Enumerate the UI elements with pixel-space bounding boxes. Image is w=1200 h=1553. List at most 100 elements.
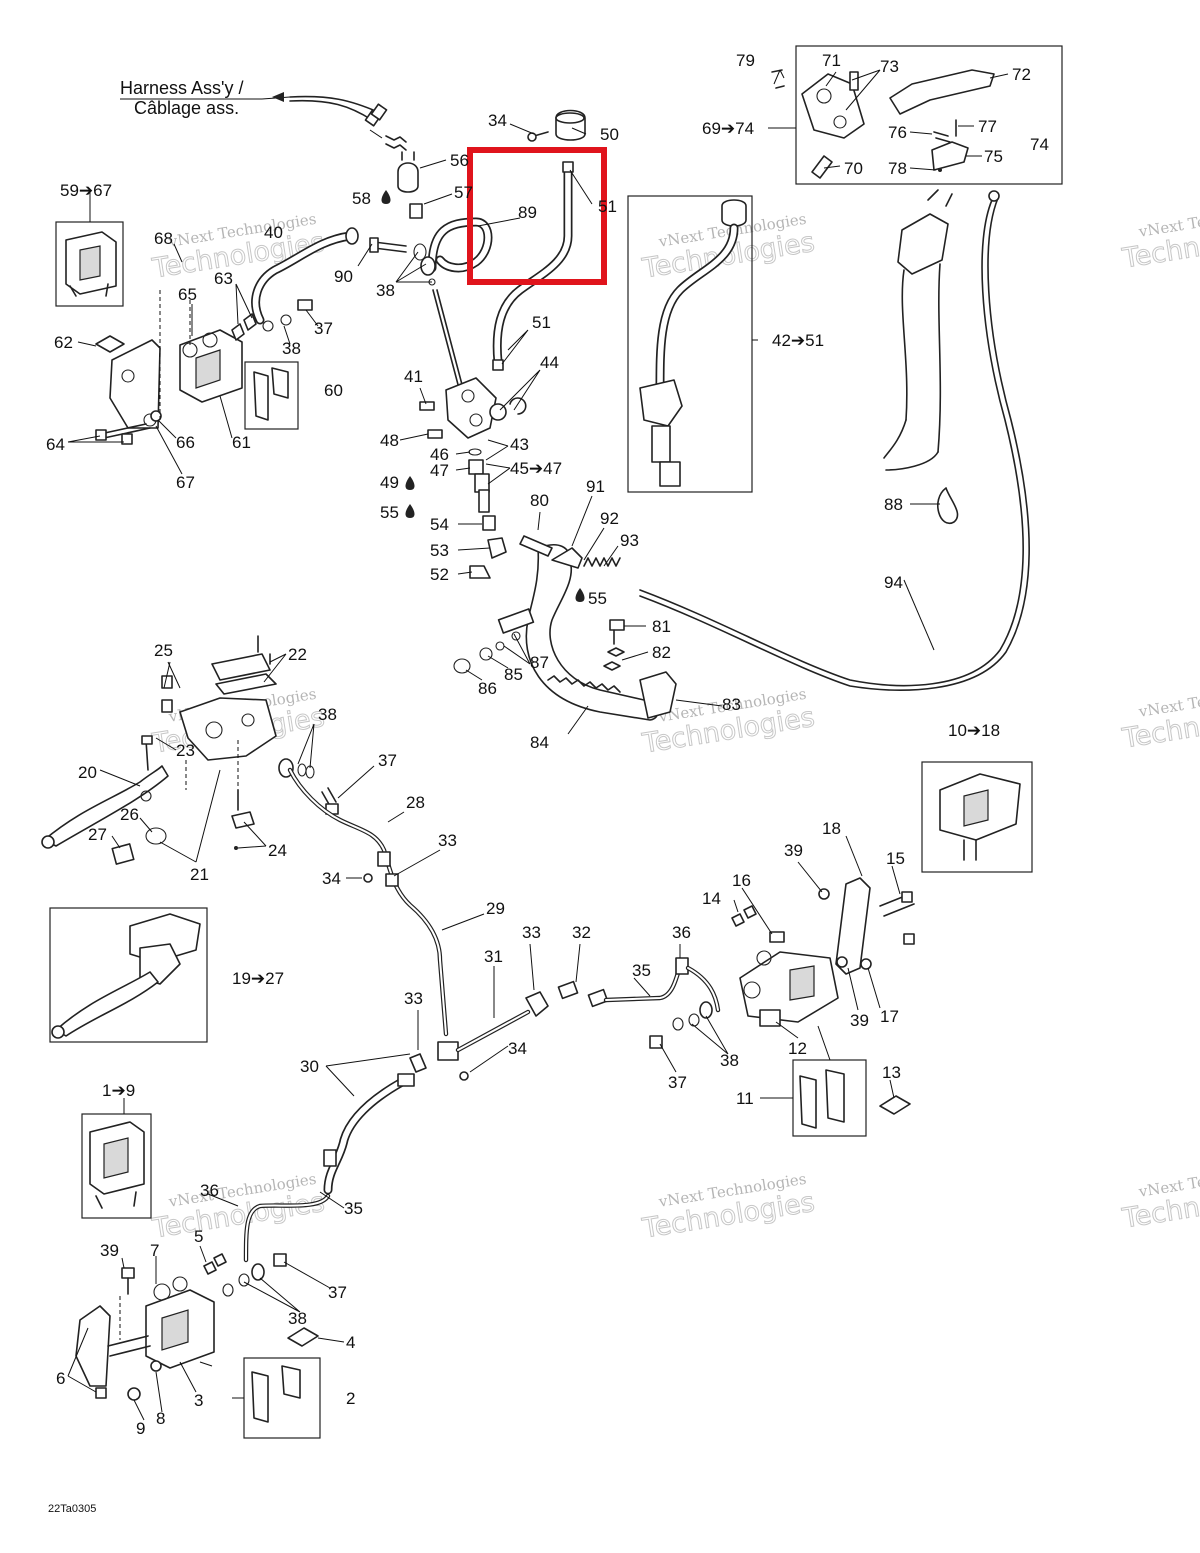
figure-code: 22Ta0305 [48,1503,96,1515]
callout-label: 25 [154,641,173,660]
callout-label: 32 [572,923,591,942]
callout-label: 35 [344,1199,363,1218]
callout-label: 91 [586,477,605,496]
callout-label: 33 [404,989,423,1008]
callout-label: 86 [478,679,497,698]
callout-labels: 1➔9 2 3 4 5 6 7 8 9 10➔18 11 12 13 14 15… [46,51,1049,1438]
callout-label: 34 [322,869,341,888]
front-caliper-lower [75,1113,321,1439]
callout-label: 48 [380,431,399,450]
callout-label: 70 [844,159,863,178]
callout-label: 93 [620,531,639,550]
callout-label: 76 [888,123,907,142]
callout-label: 35 [632,961,651,980]
callout-label: 22 [288,645,307,664]
callout-label: 20 [78,763,97,782]
inset-front-lever [49,907,208,1043]
callout-label: 39 [784,841,803,860]
brake-lines [243,767,689,1263]
callout-label: 19➔27 [232,969,284,988]
callout-label: 73 [880,57,899,76]
callout-label: 27 [88,825,107,844]
callout-label: 23 [176,741,195,760]
callout-label: 54 [430,515,449,534]
callout-label: 37 [668,1073,687,1092]
callout-label: 15 [886,849,905,868]
foot-brake-pedal [453,535,677,721]
callout-label: 42➔51 [772,331,824,350]
callout-label: 68 [154,229,173,248]
callout-label: 18 [822,819,841,838]
callout-label: 53 [430,541,449,560]
callout-label: 34 [488,111,507,130]
callout-label: 34 [508,1039,527,1058]
callout-label: 24 [268,841,287,860]
callout-label: 75 [984,147,1003,166]
callout-label: 58 [352,189,371,208]
callout-label: 10➔18 [948,721,1000,740]
callout-label: 51 [532,313,551,332]
callout-label: 62 [54,333,73,352]
callout-label: 60 [324,381,343,400]
callout-label: 90 [334,267,353,286]
callout-label: 69➔74 [702,119,754,138]
callout-label: 51 [598,197,617,216]
inset-master-cylinder [627,195,753,493]
callout-label: 74 [1030,135,1049,154]
callout-label: 17 [880,1007,899,1026]
callout-label: 4 [346,1333,355,1352]
callout-label: 47 [430,461,449,480]
callout-label: 39 [100,1241,119,1260]
callout-label: 55 [380,503,399,522]
callout-label: 37 [314,319,333,338]
callout-label: 33 [522,923,541,942]
callout-label: 2 [346,1389,355,1408]
callout-label: 3 [194,1391,203,1410]
callout-label: 6 [56,1369,65,1388]
callout-label: 81 [652,617,671,636]
highlight-box [467,147,607,285]
callout-label: 50 [600,125,619,144]
callout-label: 36 [672,923,691,942]
callout-label: 85 [504,665,523,684]
callout-label: 49 [380,473,399,492]
callout-label: 38 [282,339,301,358]
callout-label: 7 [150,1241,159,1260]
callout-label: 77 [978,117,997,136]
rear-master-cylinder [369,109,586,602]
front-caliper-upper [55,221,359,445]
callout-label: 38 [318,705,337,724]
callout-label: 56 [450,151,469,170]
callout-label: 39 [850,1011,869,1030]
callout-label: 1➔9 [102,1081,135,1100]
callout-label: 88 [884,495,903,514]
callout-label: 37 [378,751,397,770]
callout-label: 94 [884,573,903,592]
callout-label: 84 [530,733,549,752]
callout-label: 8 [156,1409,165,1428]
callout-label: 83 [722,695,741,714]
callout-label: 31 [484,947,503,966]
callout-label: 63 [214,269,233,288]
callout-label: 44 [540,353,559,372]
callout-label: 55 [588,589,607,608]
callout-label: 65 [178,285,197,304]
handlebar-lever-group [639,45,1063,691]
callout-label: 71 [822,51,841,70]
callout-label: 37 [328,1283,347,1302]
callout-label: 33 [438,831,457,850]
front-master-cylinder [41,635,339,865]
callout-label: 45➔47 [510,459,562,478]
callout-label: 28 [406,793,425,812]
callout-label: 87 [530,653,549,672]
callout-label: 72 [1012,65,1031,84]
harness-label-fr: Câblage ass. [134,98,239,118]
callout-label: 36 [200,1181,219,1200]
callout-label: 11 [736,1089,754,1108]
leader-lines [67,69,1009,1421]
callout-label: 9 [136,1419,145,1438]
rear-caliper [649,761,1033,1137]
callout-label: 61 [232,433,251,452]
callout-label: 29 [486,899,505,918]
callout-label: 79 [736,51,755,70]
